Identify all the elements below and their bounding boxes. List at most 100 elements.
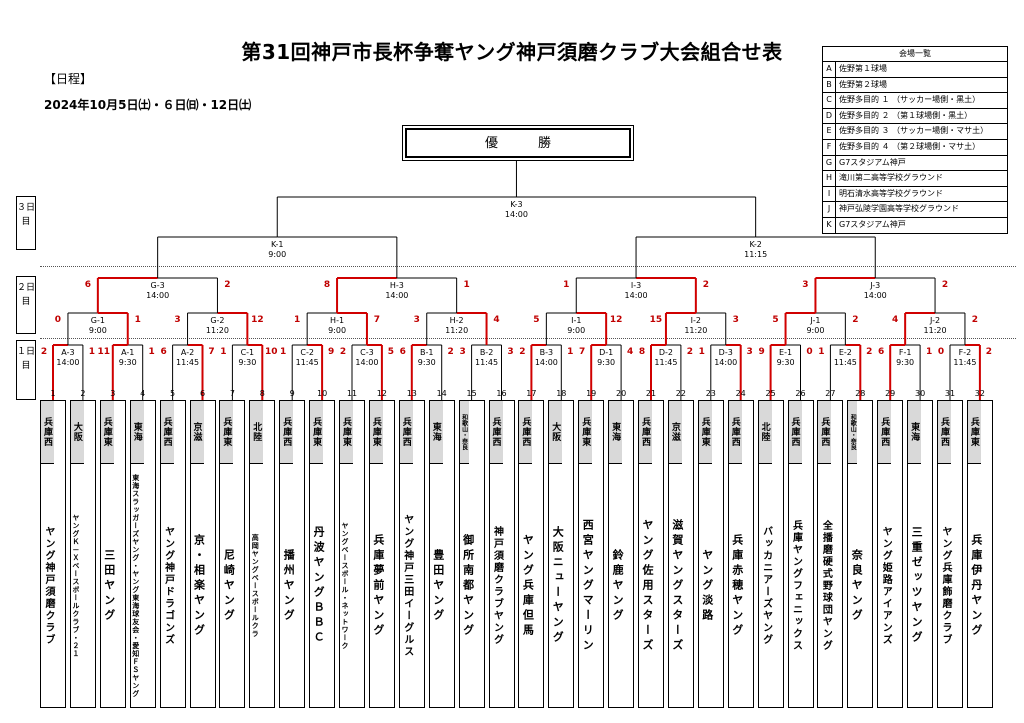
match-id: B-3 xyxy=(539,348,554,357)
venue-name: 神戸弘陵学園高等学校グラウンド xyxy=(839,204,959,214)
team-region: 大阪 xyxy=(549,401,563,464)
match-time: 11:20 xyxy=(923,326,947,335)
team-region: 兵庫西 xyxy=(788,401,802,464)
score: 1 xyxy=(220,347,227,357)
team-number: 11 xyxy=(346,389,358,398)
match-id: I-3 xyxy=(630,281,642,290)
team-number: 22 xyxy=(675,389,686,398)
match-time: 11:20 xyxy=(684,326,708,335)
score: 4 xyxy=(626,347,634,357)
team-name: 鈴鹿ヤング xyxy=(611,548,625,624)
venue-code: H xyxy=(823,171,836,186)
team-name: 播州ヤング xyxy=(282,548,296,624)
team-number: 20 xyxy=(616,389,627,398)
team-region: 兵庫西 xyxy=(639,401,652,464)
team-region: 和歌山・奈良 xyxy=(459,401,469,464)
score: 2 xyxy=(224,280,231,290)
team-number: 23 xyxy=(705,389,716,398)
team-name: 奈良ヤング xyxy=(850,548,864,624)
match-time: 11:15 xyxy=(744,250,768,259)
match-id: E-2 xyxy=(838,348,852,357)
score: 1 xyxy=(925,347,933,357)
score: 3 xyxy=(802,280,809,290)
team-name: 尼崎ヤング xyxy=(222,548,236,624)
team-name: 大阪ニューヤング xyxy=(551,526,565,646)
venue-code: C xyxy=(823,93,836,108)
page-title: 第31回神戸市長杯争奪ヤング神戸須磨クラブ大会組合せ表 xyxy=(241,40,783,64)
team-name: 高岡ヤングベースボールクラ xyxy=(251,534,260,638)
venue-name: 明石清水高等学校グラウンド xyxy=(839,188,943,198)
match-id: J-1 xyxy=(810,316,821,325)
match-time: 11:20 xyxy=(445,326,469,335)
match-time: 14:00 xyxy=(146,291,170,300)
team-card: 京滋京・相楽ヤング xyxy=(189,400,216,708)
team-card: 兵庫西ヤング神戸三田イーグルス xyxy=(398,400,425,708)
team-number: 9 xyxy=(289,389,295,398)
match-id: K-2 xyxy=(749,240,762,249)
team-card: 和歌山・奈良御所南都ヤング xyxy=(458,400,485,708)
match-id: J-2 xyxy=(930,316,941,325)
match-time: 11:45 xyxy=(953,358,977,367)
score: 3 xyxy=(413,315,420,325)
match-id: A-3 xyxy=(61,348,75,357)
team-region: 兵庫西 xyxy=(519,401,533,464)
score: 1 xyxy=(280,347,287,357)
venue-code: G xyxy=(823,155,836,171)
match-id: I-1 xyxy=(571,316,582,325)
score: 1 xyxy=(88,347,96,357)
match-time: 11:20 xyxy=(205,326,229,335)
match-time: 14:00 xyxy=(624,291,648,300)
match-time: 14:00 xyxy=(534,358,558,367)
venue-name: 佐野多目的 ３ （サッカー場側・マサ土） xyxy=(839,126,989,136)
team-region: 京滋 xyxy=(668,401,682,464)
team-name: ヤング神戸ドラゴンズ xyxy=(162,526,174,646)
score: 6 xyxy=(399,347,406,357)
team-card: 兵庫東ヤング淡路 xyxy=(697,400,724,708)
match-time: 9:30 xyxy=(597,358,616,367)
schedule-label: 【日程】 xyxy=(44,72,93,86)
team-card: 兵庫西兵庫ヤングフェニックス xyxy=(787,400,814,708)
match-time: 14:00 xyxy=(355,358,379,367)
team-card: 東海豊田ヤング xyxy=(428,400,455,708)
match-id: D-2 xyxy=(658,348,673,357)
match-id: I-2 xyxy=(690,316,702,325)
team-number: 12 xyxy=(376,389,387,398)
team-name: 三重ゼッツヤング xyxy=(910,526,924,646)
day-label-3: ３日目 xyxy=(16,196,36,250)
team-name: ヤングＫ－Ｘベースボールクラブ・２１ xyxy=(71,514,80,658)
venue-name: 佐野第２球場 xyxy=(839,79,887,89)
venue-code: E xyxy=(823,124,836,139)
venue-name: G7スタジアム神戸 xyxy=(839,219,906,229)
score: 6 xyxy=(878,347,885,357)
team-region: 兵庫西 xyxy=(399,401,413,464)
team-region: 兵庫東 xyxy=(369,401,383,464)
day-label-2: ２日目 xyxy=(16,276,36,334)
match-id: K-3 xyxy=(510,200,523,209)
team-number: 27 xyxy=(825,389,836,398)
team-number: 7 xyxy=(229,389,235,398)
team-name: 豊田ヤング xyxy=(431,548,445,624)
match-id: C-3 xyxy=(360,348,374,357)
score: 11 xyxy=(97,347,111,357)
score: 6 xyxy=(84,280,91,290)
team-name: ヤング神戸須磨クラブ xyxy=(43,526,54,646)
team-card: 京滋滋賀ヤングスターズ xyxy=(667,400,694,708)
team-number: 29 xyxy=(885,389,896,398)
team-number: 32 xyxy=(974,389,985,398)
team-region: 兵庫西 xyxy=(160,401,174,464)
team-card: 兵庫西ヤング神戸須磨クラブ xyxy=(40,400,66,708)
team-card: 兵庫東三田ヤング xyxy=(99,400,126,708)
